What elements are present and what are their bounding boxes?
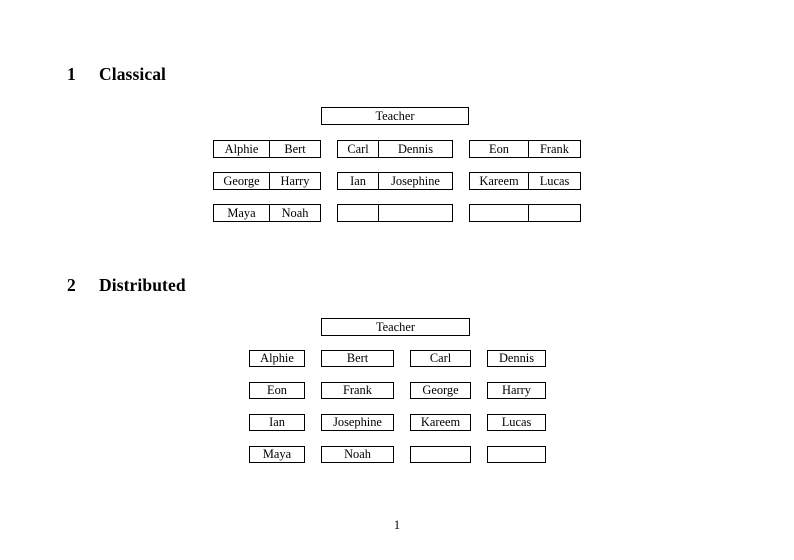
distributed-cell: Noah <box>321 446 394 463</box>
table-cell: Ian <box>350 173 366 188</box>
distributed-cell: Kareem <box>410 414 471 431</box>
distributed-cell <box>410 446 471 463</box>
distributed-cell: Ian <box>249 414 305 431</box>
classical-teacher-box: Teacher <box>321 107 469 125</box>
distributed-cell: Frank <box>321 382 394 399</box>
table-cell <box>378 205 452 221</box>
table-cell: Maya <box>227 205 256 220</box>
distributed-cell: Bert <box>321 350 394 367</box>
distributed-cell: Lucas <box>487 414 546 431</box>
distributed-cell: Eon <box>249 382 305 399</box>
table-cell: Dennis <box>378 141 452 157</box>
section-title: Distributed <box>99 275 186 295</box>
table-cell: Kareem <box>479 173 519 188</box>
classical-group-1-row-2: George Harry <box>213 172 321 190</box>
table-cell: Frank <box>528 141 580 157</box>
table-cell: Harry <box>269 173 320 189</box>
table-cell: Eon <box>489 141 509 156</box>
distributed-cell: Harry <box>487 382 546 399</box>
table-cell: Noah <box>269 205 320 221</box>
section-title: Classical <box>99 64 167 84</box>
section-heading-distributed: 2 Distributed <box>67 275 186 295</box>
table-cell: George <box>223 173 260 188</box>
page-number: 1 <box>393 518 401 532</box>
classical-group-2-row-2: Ian Josephine <box>337 172 453 190</box>
classical-teacher-label: Teacher <box>375 108 415 123</box>
classical-group-1-row-3: Maya Noah <box>213 204 321 222</box>
section-number: 2 <box>67 275 76 295</box>
table-cell: Bert <box>269 141 320 157</box>
section-number: 1 <box>67 64 76 84</box>
classical-group-2-row-1: Carl Dennis <box>337 140 453 158</box>
distributed-cell: Maya <box>249 446 305 463</box>
distributed-cell <box>487 446 546 463</box>
classical-group-3-row-1: Eon Frank <box>469 140 581 158</box>
table-cell <box>338 205 378 221</box>
classical-group-3-row-2: Kareem Lucas <box>469 172 581 190</box>
classical-group-3-row-3 <box>469 204 581 222</box>
table-cell: Carl <box>347 141 369 156</box>
section-heading-classical: 1 Classical <box>67 64 167 84</box>
table-cell: Josephine <box>378 173 452 189</box>
table-cell <box>470 205 528 221</box>
table-cell <box>528 205 580 221</box>
distributed-cell: Carl <box>410 350 471 367</box>
distributed-cell: Alphie <box>249 350 305 367</box>
distributed-cell: Dennis <box>487 350 546 367</box>
table-cell: Lucas <box>528 173 580 189</box>
classical-group-1-row-1: Alphie Bert <box>213 140 321 158</box>
distributed-cell: Josephine <box>321 414 394 431</box>
distributed-cell: George <box>410 382 471 399</box>
classical-group-2-row-3 <box>337 204 453 222</box>
table-cell: Alphie <box>224 141 259 156</box>
distributed-teacher-box: Teacher <box>321 318 470 336</box>
distributed-teacher-label: Teacher <box>375 319 416 334</box>
